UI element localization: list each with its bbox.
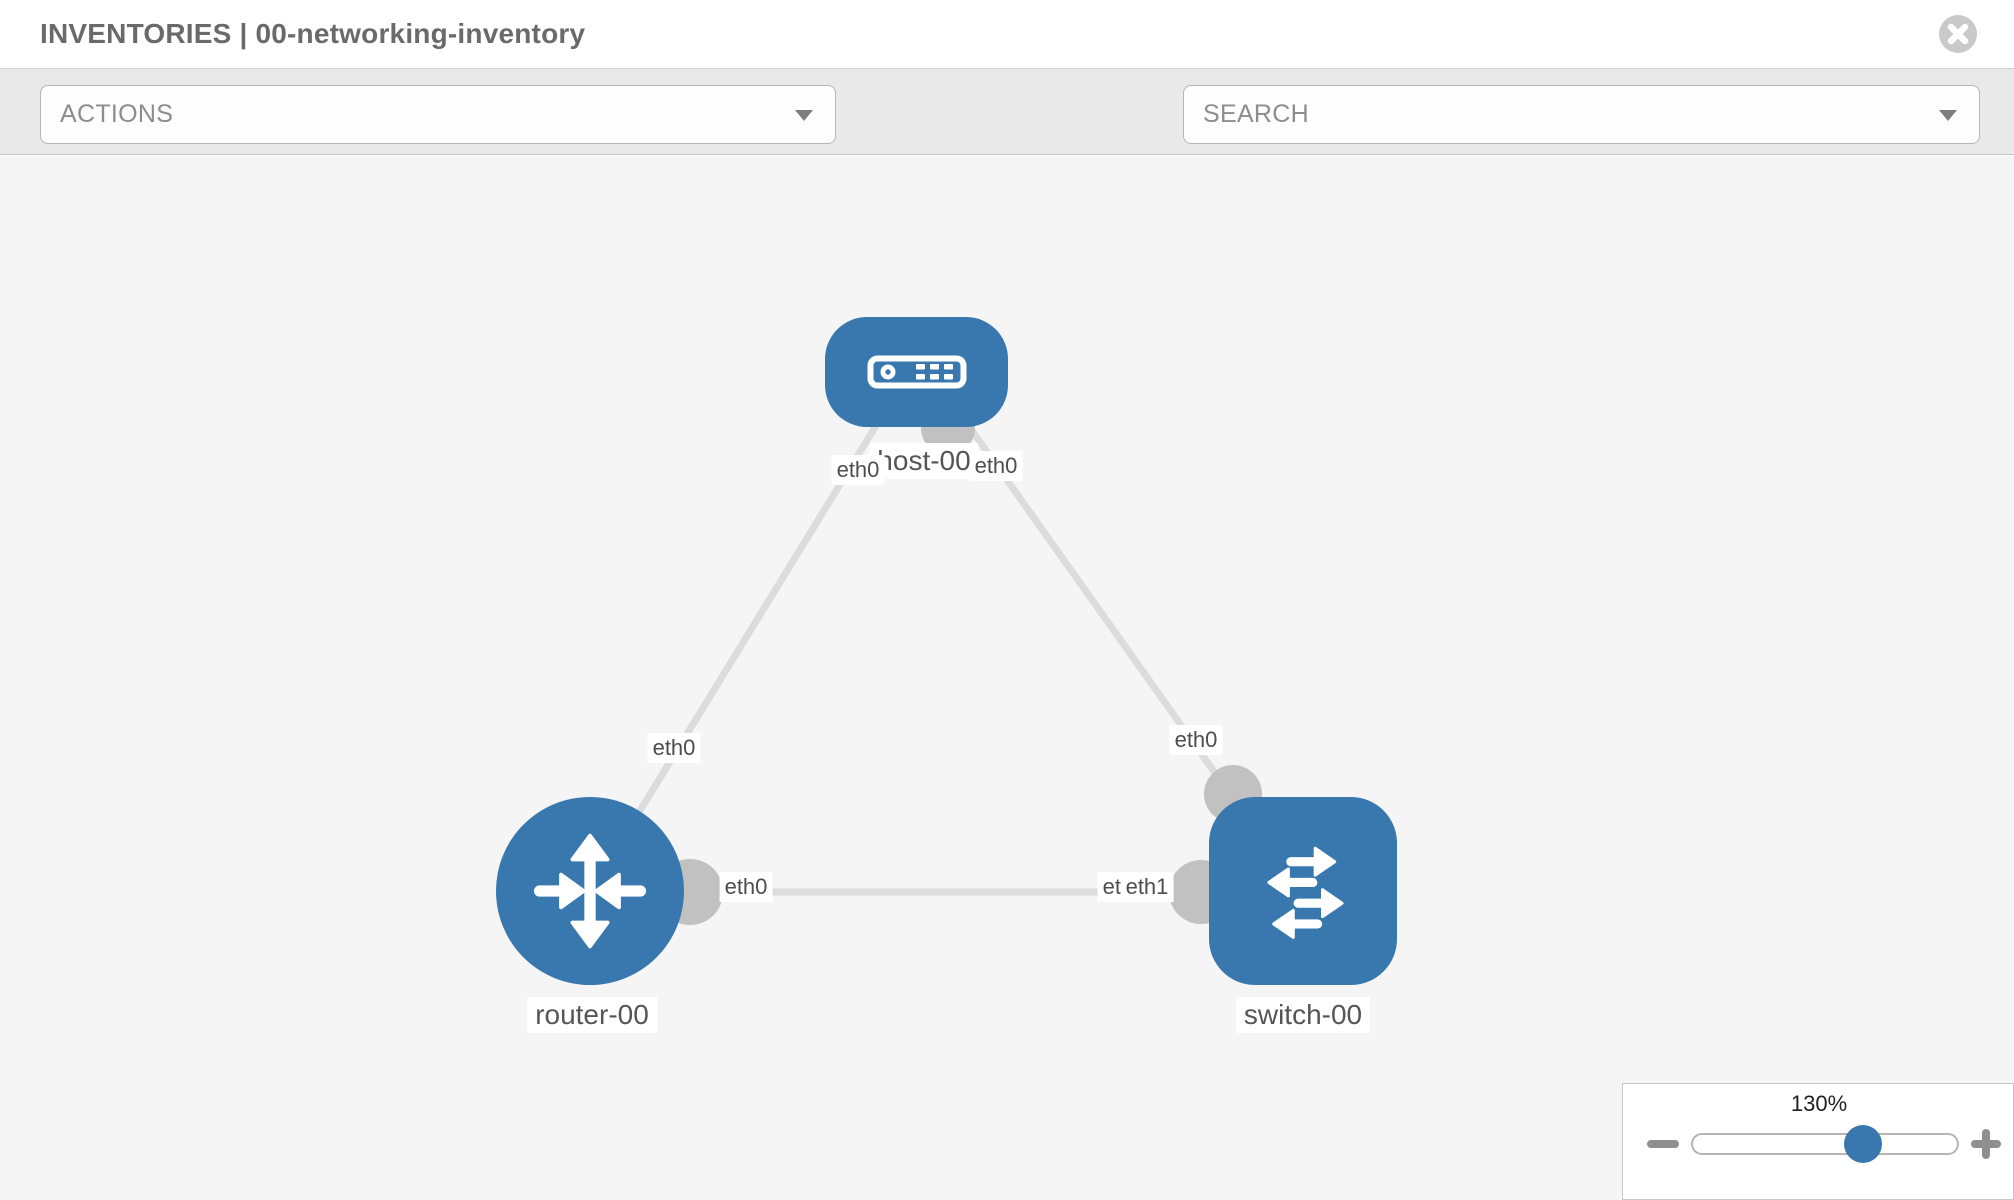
interface-label-switch-top: eth0 xyxy=(1169,725,1223,755)
interface-label-host-left: eth0 xyxy=(831,455,885,485)
switch-arrows-icon xyxy=(1267,846,1344,939)
node-label-router: router-00 xyxy=(527,997,657,1033)
zoom-out-button[interactable] xyxy=(1647,1140,1679,1148)
search-dropdown[interactable]: SEARCH xyxy=(1183,85,1980,144)
actions-dropdown-label: ACTIONS xyxy=(60,100,174,128)
header: INVENTORIES | 00-networking-inventory xyxy=(0,0,2014,68)
caret-down-icon xyxy=(1939,110,1957,121)
node-switch-00[interactable] xyxy=(1209,797,1397,985)
zoom-slider-track[interactable] xyxy=(1691,1133,1959,1155)
node-label-host: host-00 xyxy=(869,443,979,479)
page-title: INVENTORIES | 00-networking-inventory xyxy=(40,18,586,49)
zoom-panel: 130% xyxy=(1622,1083,2014,1200)
node-host-00[interactable] xyxy=(825,317,1008,427)
zoom-level: 130% xyxy=(1790,1091,1848,1116)
server-icon xyxy=(867,355,966,389)
interface-label-switch-left: eth1 xyxy=(1120,872,1174,902)
route-arrows-icon xyxy=(533,833,647,949)
topology-canvas[interactable]: host-00 router-00 switch-00 eth0 eth0 et… xyxy=(0,156,2014,1200)
interface-label-router-right: eth0 xyxy=(719,872,773,902)
interface-label-host-right: eth0 xyxy=(969,451,1023,481)
zoom-in-button[interactable] xyxy=(1971,1129,2001,1159)
interface-label-router-top: eth0 xyxy=(647,733,701,763)
close-button[interactable] xyxy=(1938,14,1978,54)
toolbar: ACTIONS SEARCH xyxy=(0,68,2014,203)
topology-edges xyxy=(616,401,1264,925)
actions-dropdown[interactable]: ACTIONS xyxy=(40,85,836,144)
node-router-00[interactable] xyxy=(496,797,684,985)
close-icon xyxy=(1939,15,1977,53)
search-dropdown-label: SEARCH xyxy=(1203,100,1309,128)
zoom-slider-thumb[interactable] xyxy=(1844,1125,1882,1163)
node-label-switch: switch-00 xyxy=(1235,997,1371,1033)
plus-icon xyxy=(1982,1129,1990,1159)
caret-down-icon xyxy=(795,110,813,121)
